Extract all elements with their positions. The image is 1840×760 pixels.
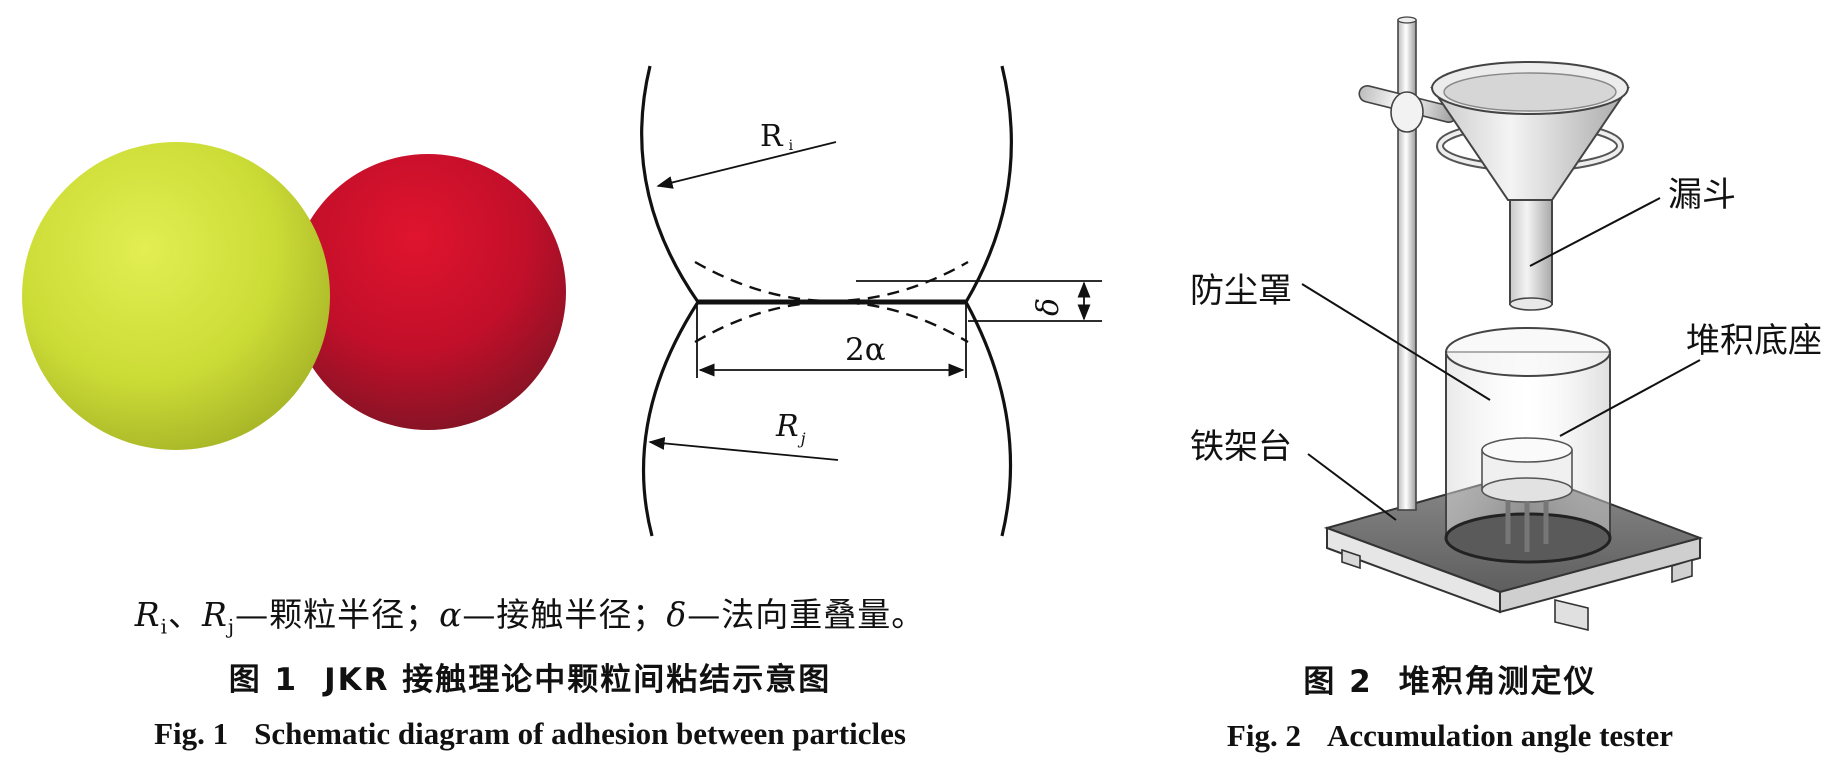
label-accumulation-base: 堆积底座 xyxy=(1686,321,1822,361)
leader-base xyxy=(1559,359,1701,437)
fig2-caption-cn: 图 2 堆积角测定仪 xyxy=(1180,656,1720,701)
label-dust-cover: 防尘罩 xyxy=(1190,271,1292,311)
stand-foot-right xyxy=(1671,558,1693,584)
fig1-legend: Ri、Rj—颗粒半径；α—接触半径；δ—法向重叠量。 xyxy=(134,595,926,639)
leader-dust-cover xyxy=(1301,283,1491,401)
tester-apparatus xyxy=(1301,16,1704,632)
radius-arrow-j xyxy=(648,436,839,461)
fig2-number-en: Fig. 2 xyxy=(1226,718,1301,753)
radius-arrow-i xyxy=(656,141,837,189)
fig1-title-en: Schematic diagram of adhesion between pa… xyxy=(254,716,906,751)
red-particle xyxy=(290,154,566,430)
leader-funnel xyxy=(1529,197,1661,267)
label-funnel: 漏斗 xyxy=(1668,175,1736,215)
overlap-dashed-lower xyxy=(694,300,969,344)
contact-diameter-label: 2α xyxy=(845,332,886,368)
label-iron-stand: 铁架台 xyxy=(1190,427,1292,467)
stand-foot-left xyxy=(1341,548,1361,570)
funnel-spout xyxy=(1509,199,1553,305)
leader-iron-stand xyxy=(1307,453,1397,521)
right-particle-outline xyxy=(964,65,1013,537)
fig2-caption-en: Fig. 2 Accumulation angle tester xyxy=(1180,718,1720,754)
left-particle-outline xyxy=(640,65,700,537)
clamp-boss xyxy=(1390,91,1424,133)
fig1-title-cn: JKR 接触理论中颗粒间粘结示意图 xyxy=(324,662,832,698)
fig1-caption-en: Fig. 1 Schematic diagram of adhesion betw… xyxy=(40,716,1020,752)
stand-base-side xyxy=(1499,536,1701,614)
yellow-particle xyxy=(22,142,330,450)
dust-cover-top xyxy=(1445,327,1611,377)
fig2-title-cn: 堆积角测定仪 xyxy=(1398,664,1597,700)
fig2-title-en: Accumulation angle tester xyxy=(1326,718,1674,753)
fig1-number-en: Fig. 1 xyxy=(154,716,229,751)
rod-top-cap xyxy=(1397,16,1417,24)
delta-label: δ xyxy=(1031,298,1066,316)
fig1-number-cn: 图 1 xyxy=(228,662,299,698)
contact-schematic xyxy=(640,65,1102,537)
stand-foot-front xyxy=(1554,598,1589,632)
fig1-caption-cn: 图 1 JKR 接触理论中颗粒间粘结示意图 xyxy=(40,654,1020,699)
particle-spheres xyxy=(22,142,566,450)
fig2-number-cn: 图 2 xyxy=(1303,664,1373,700)
